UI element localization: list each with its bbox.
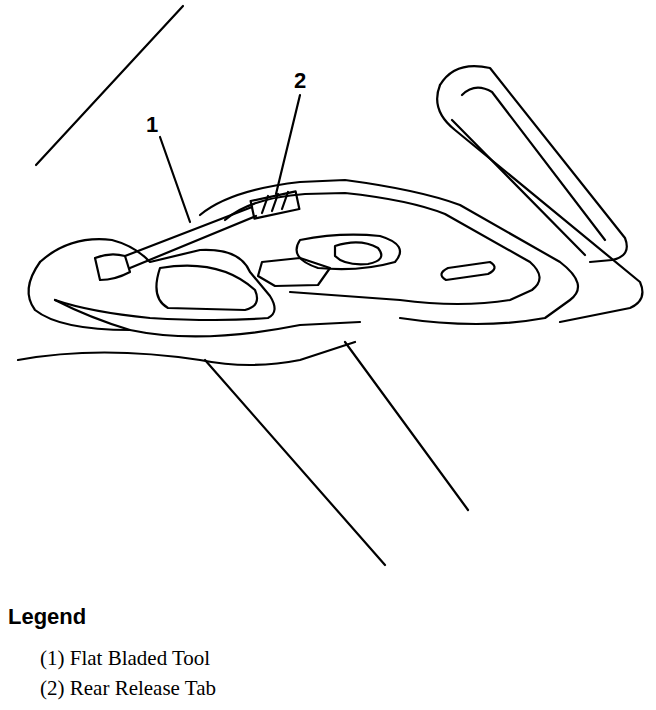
thumb-lamp-lens xyxy=(156,266,257,310)
release-tab-hatch xyxy=(262,192,288,213)
console-bezel xyxy=(225,193,540,304)
callout-number: 2 xyxy=(294,70,306,92)
leader-line xyxy=(276,95,300,194)
legend-heading: Legend xyxy=(8,606,86,628)
pillar-line xyxy=(345,342,468,510)
headliner-edge xyxy=(437,85,642,322)
legend-entry: (1) Flat Bladed Tool xyxy=(40,648,210,669)
console-switch xyxy=(258,258,330,286)
console-slot xyxy=(441,262,494,280)
sun-visor-edge xyxy=(452,120,585,255)
release-tab xyxy=(251,191,300,218)
knuckle xyxy=(29,262,130,330)
legend-entry: (2) Rear Release Tab xyxy=(40,678,216,699)
finger xyxy=(55,300,360,336)
leader-line xyxy=(160,137,190,222)
pillar-line xyxy=(205,360,385,565)
callout-number: 1 xyxy=(146,114,158,136)
tool-handle xyxy=(95,254,130,280)
console-button xyxy=(335,242,381,264)
sun-visor xyxy=(440,66,627,262)
hand xyxy=(40,239,275,320)
console-button xyxy=(297,235,400,269)
tool-shaft xyxy=(125,207,256,268)
forearm xyxy=(18,342,355,365)
